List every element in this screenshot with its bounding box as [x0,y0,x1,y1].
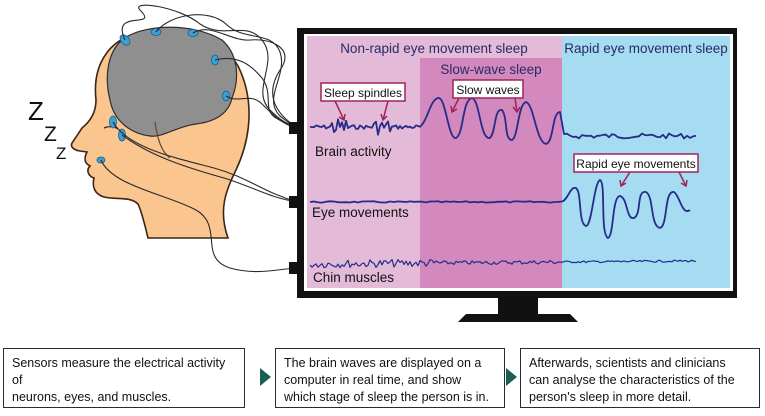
caption-line: neurons, eyes, and muscles. [12,390,172,404]
brain-stem [154,121,171,159]
caption-line: The brain waves are displayed on a [284,356,482,370]
rapid-eye-movements-callout: Rapid eye movements [573,153,699,188]
callout-box [452,79,524,99]
caption-display: The brain waves are displayed on a compu… [275,348,505,408]
eye-movement-trace [309,179,691,239]
wire [112,121,299,203]
sleep-z-icon: Z Z Z [28,96,66,163]
sleep-spindles-callout: Sleep spindles [320,82,406,122]
arrow-icon [450,97,460,114]
sensor-wires [100,4,299,273]
arrow-icon [380,100,389,122]
wire [100,159,299,273]
brain-shape [106,26,238,137]
caption-sensors: Sensors measure the electrical activity … [3,348,245,408]
caption-arrow-icon [506,368,517,386]
chin-muscles-label: Chin muscles [313,270,394,285]
caption-line: which stage of sleep the person is in. [284,390,489,404]
nrem-title: Non-rapid eye movement sleep [340,41,528,56]
brain-activity-trace [310,97,697,145]
wire [225,95,299,129]
z-letter: Z [44,123,57,146]
brain-activity-label: Brain activity [315,144,392,159]
caption-line: can analyse the characteristics of the [529,373,735,387]
arrow-icon [512,97,521,114]
rem-title: Rapid eye movement sleep [564,41,728,56]
caption-line: Afterwards, scientists and clinicians [529,356,726,370]
electrode [150,28,162,36]
arrow-icon [334,100,346,122]
caption-analysis: Afterwards, scientists and clinicians ca… [520,348,760,408]
arrow-icon [678,171,688,188]
wire [121,4,299,129]
sleeping-head: Z Z Z [28,26,250,239]
caption-line: Sensors measure the electrical activity … [12,356,226,387]
wire [192,29,299,129]
monitor-neck [498,298,538,314]
callout-box [573,153,699,173]
callout-box [320,82,406,102]
eye-movements-label: Eye movements [312,205,409,220]
z-letter: Z [56,144,66,163]
signal-traces [309,97,697,269]
slow-waves-callout: Slow waves [450,79,524,114]
arrow-icon [619,171,631,188]
z-letter: Z [28,96,44,126]
caption-line: computer in real time, and show [284,373,462,387]
wire [155,14,299,129]
caption-line: person's sleep in more detail. [529,390,692,404]
sleep-spindles-label: Sleep spindles [324,86,402,100]
slow-wave-title: Slow-wave sleep [440,62,541,77]
caption-arrow-icon [260,368,271,386]
slow-waves-label: Slow waves [456,83,519,97]
rapid-eye-movements-label: Rapid eye movements [576,157,695,171]
chin-muscle-trace [309,258,696,269]
monitor-stand [458,314,578,322]
wire [121,134,299,203]
